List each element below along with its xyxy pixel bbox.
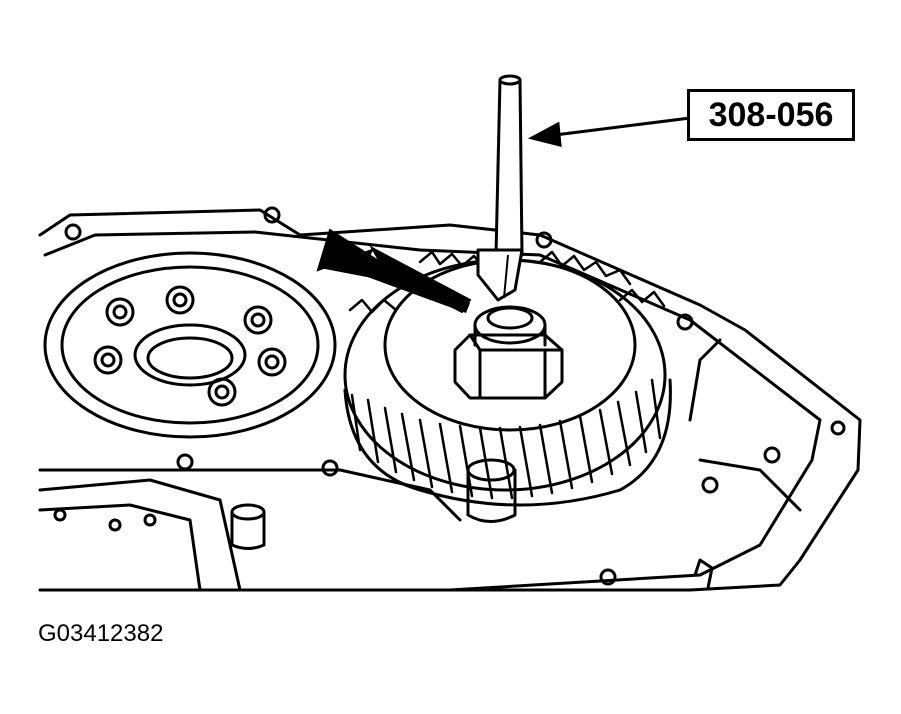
carrier-bolt [105, 297, 135, 327]
lower-boss [466, 468, 517, 523]
case-bolt-hole [535, 231, 553, 249]
case-bolt-hole [176, 453, 194, 471]
case-bolt-hole [701, 476, 719, 494]
case-bolt-hole [143, 513, 157, 527]
carrier-bolt [165, 285, 195, 315]
case-bolt-hole [263, 206, 281, 224]
case-bolt-hole [763, 446, 781, 464]
gear-teeth [348, 288, 666, 500]
case-outline [38, 208, 862, 592]
carrier-bolt [243, 305, 273, 335]
tool-number-text: 308-056 [708, 95, 834, 134]
carrier-bolt [207, 377, 237, 407]
case-bolt-hole [53, 508, 67, 522]
carrier-plate-mid [60, 265, 320, 425]
serrated-edge [418, 250, 632, 286]
case-bolt-hole [108, 518, 122, 532]
carrier-bolt [257, 347, 287, 377]
case-bolt-hole [676, 313, 694, 331]
tool-leader-arrow [527, 116, 691, 147]
gear-rim [343, 378, 672, 507]
case-lower-edge [38, 478, 242, 592]
figure-id: G03412382 [38, 620, 164, 647]
case-bolt-hole [830, 420, 846, 436]
carrier-bolt [93, 345, 123, 375]
tool-308-056 [476, 74, 524, 302]
case-bolt-hole [599, 568, 617, 586]
case-flange-line [38, 468, 462, 522]
case-bolt-hole [64, 223, 82, 241]
hex-nut [453, 333, 564, 400]
carrier-plate-outer [43, 251, 337, 439]
shaft-end [473, 305, 547, 345]
small-bolt [230, 510, 266, 550]
tool-number-callout: 308-056 [687, 89, 855, 141]
case-inner-edge [43, 230, 822, 592]
carrier-plate-hub [133, 323, 247, 387]
case-bolt-hole [321, 459, 339, 477]
